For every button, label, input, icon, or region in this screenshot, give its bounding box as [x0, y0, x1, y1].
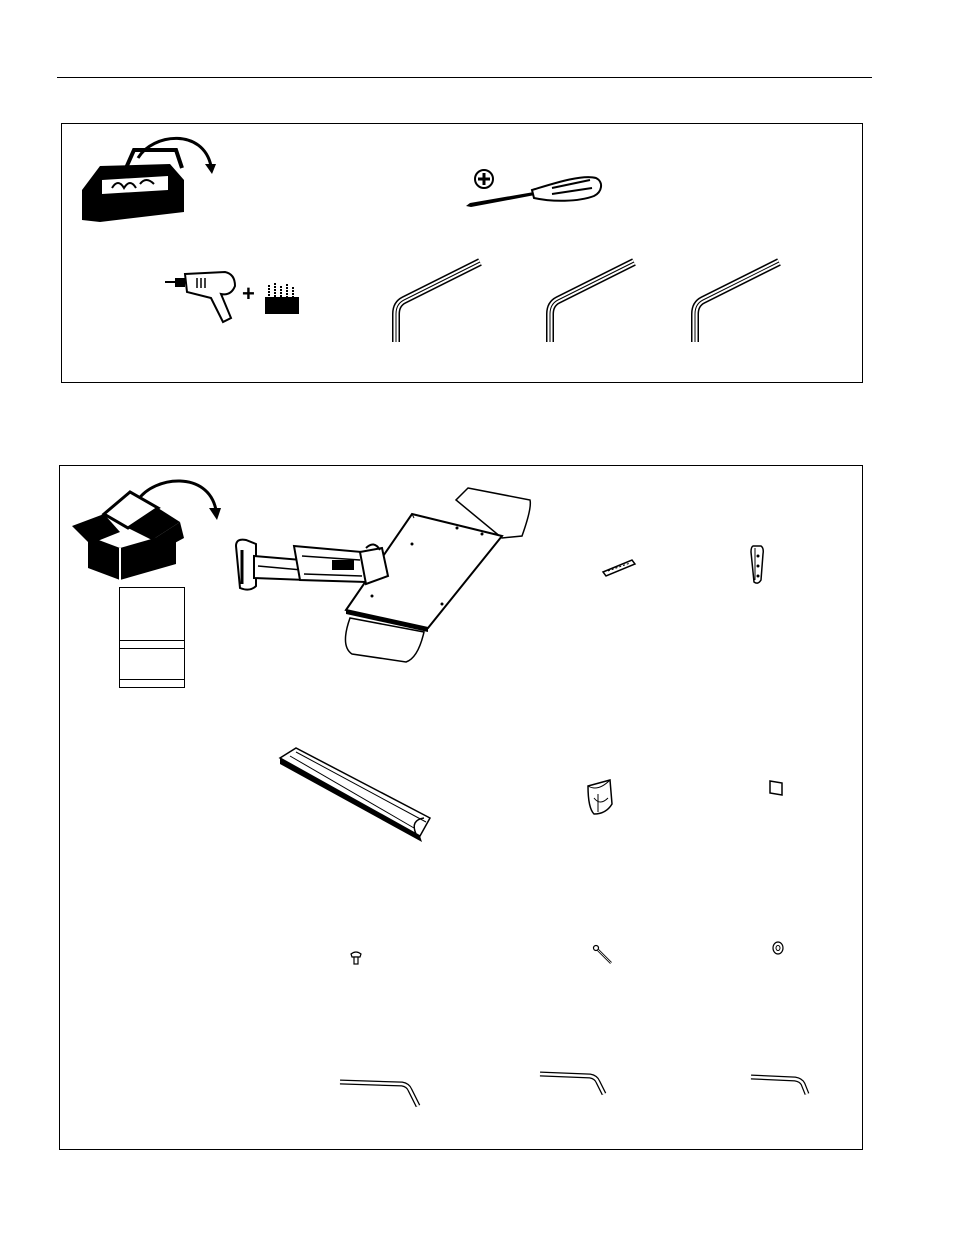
- hex-key-icon: [689, 258, 785, 344]
- parts-list-card: [119, 587, 185, 688]
- hex-key-part: [538, 1068, 608, 1098]
- bracket-strip-part: [602, 558, 636, 578]
- open-box-rotate-icon: [68, 474, 224, 584]
- plus-sign: +: [242, 283, 255, 305]
- hex-key-part: [338, 1076, 422, 1110]
- square-pad-part: [768, 779, 784, 797]
- screw-part: [349, 950, 363, 966]
- phillips-screwdriver-icon: [462, 166, 604, 214]
- hex-key-icon: [544, 258, 640, 344]
- drill-bits-icon: [264, 283, 300, 315]
- pin-part: [592, 944, 614, 966]
- toolbox-rotate-icon: [78, 128, 218, 228]
- hex-key-icon: [390, 258, 486, 344]
- header-rule: [57, 77, 872, 78]
- slotted-plate-part: [748, 544, 766, 586]
- wrist-rest-part: [276, 744, 438, 844]
- cable-clip-part: [584, 778, 616, 818]
- hex-key-part: [749, 1072, 811, 1098]
- washer-part: [771, 940, 785, 956]
- keyboard-arm-assembly: [232, 486, 534, 666]
